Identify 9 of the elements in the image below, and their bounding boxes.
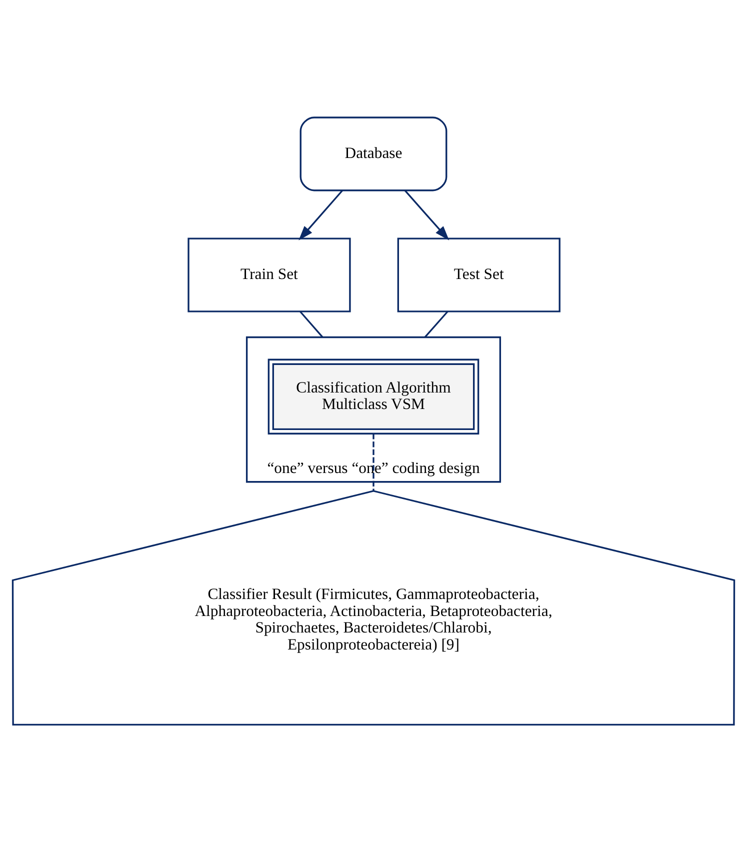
node-box: Classification Algorithm Multiclass VSM (268, 358, 480, 434)
connector (372, 433, 374, 490)
connector (424, 310, 448, 338)
arrow (298, 189, 344, 240)
node-box: Test Set (397, 237, 560, 312)
node-box: Train Set (188, 237, 351, 312)
node-box: Database (300, 116, 448, 191)
arrow (404, 189, 450, 240)
connector (300, 310, 324, 338)
